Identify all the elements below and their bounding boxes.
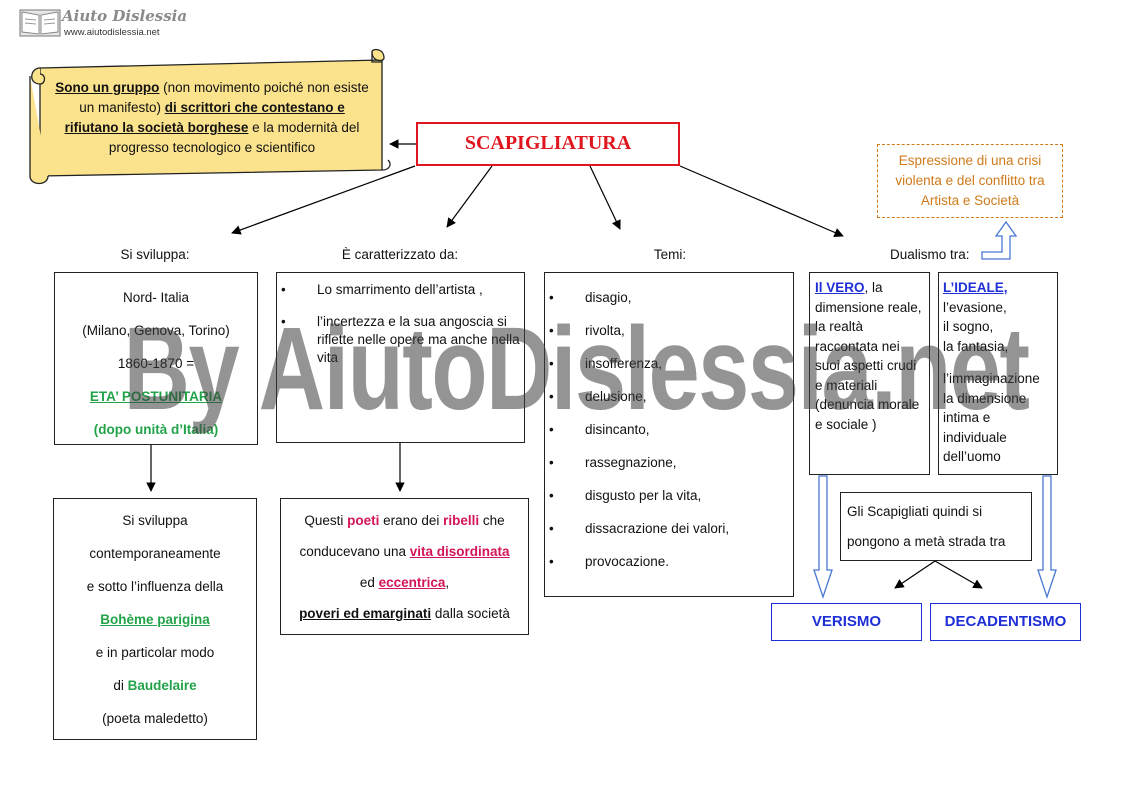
disorderly-life: vita disordinata: [409, 544, 510, 559]
list-item: disgusto per la vita,: [545, 479, 793, 512]
boheme-line-6: di: [113, 678, 128, 693]
boheme-box: Si sviluppa contemporaneamente e sotto l…: [53, 498, 257, 740]
boheme-line-1: Si sviluppa: [122, 513, 188, 528]
verismo-box: VERISMO: [771, 603, 922, 641]
crisis-note-text: Espressione di una crisi violenta e del …: [895, 153, 1045, 208]
scroll-text: Sono un gruppo (non movimento poiché non…: [52, 78, 372, 158]
scroll-text-modernity: e la modernità del progresso tecnologico…: [108, 120, 360, 155]
boheme-baudelaire: Baudelaire: [127, 678, 197, 693]
vero-text: , la dimensione reale, la realtà raccont…: [815, 280, 922, 432]
list-item: dissacrazione dei valori,: [545, 512, 793, 545]
hollow-arrow-ideale-to-decadentismo: [1037, 475, 1057, 600]
poets-word: poeti: [347, 513, 380, 528]
rebels-word: ribelli: [443, 513, 480, 528]
midway-line-2: pongono a metà strada tra: [847, 534, 1006, 549]
themes-box: disagio, rivolta, insofferenza, delusion…: [544, 272, 794, 597]
midway-box: Gli Scapigliati quindi si pongono a metà…: [840, 492, 1032, 561]
arrow-title-to-characterized: [446, 165, 493, 228]
scroll-banner: [29, 48, 391, 185]
verismo-label: VERISMO: [811, 613, 882, 630]
arrow-title-to-themes: [589, 165, 621, 230]
arrow-title-to-dualism: [679, 165, 844, 238]
eccentric-word: eccentrica: [378, 575, 446, 590]
arrow-title-to-develops: [231, 165, 416, 235]
label-develops: Si sviluppa:: [120, 247, 190, 262]
themes-list: disagio, rivolta, insofferenza, delusion…: [545, 281, 793, 578]
boheme-line-2: contemporaneamente: [89, 546, 221, 561]
vero-heading: Il VERO: [815, 280, 865, 295]
decadentismo-label: DECADENTISMO: [944, 613, 1067, 630]
boheme-line-5: e in particolar modo: [95, 645, 215, 660]
label-dualism: Dualismo tra:: [890, 247, 970, 262]
ideale-fantasy: la fantasia,: [943, 338, 1009, 354]
develops-years: 1860-1870 =: [117, 356, 195, 371]
title-box: SCAPIGLIATURA: [416, 122, 680, 166]
ideale-box: L’IDEALE, l’evasione, il sogno, la fanta…: [938, 272, 1058, 475]
list-item: l’incertezza e la sua angoscia si riflet…: [277, 313, 524, 367]
list-item: insofferenza,: [545, 347, 793, 380]
label-characterized: È caratterizzato da:: [341, 247, 459, 262]
logo-brand: Aiuto Dislessia: [62, 7, 188, 25]
list-item: rivolta,: [545, 314, 793, 347]
ideale-dream: il sogno,: [943, 319, 994, 334]
scroll-text-group: Sono un gruppo: [55, 80, 160, 95]
scroll-text-writers: di scrittori che contestano e rifiutano …: [64, 100, 345, 135]
develops-box: Nord- Italia (Milano, Genova, Torino) 18…: [54, 272, 258, 445]
develops-region: Nord- Italia: [122, 290, 190, 305]
book-icon: [19, 9, 61, 37]
ideale-imagination: l’immaginazione la dimensione intima e i…: [943, 371, 1040, 464]
ideale-evasion: l’evasione,: [943, 299, 1007, 315]
vero-box: Il VERO, la dimensione reale, la realtà …: [809, 272, 930, 475]
logo[interactable]: Aiuto Dislessia www.aiutodislessia.net: [18, 6, 188, 42]
label-themes: Temi:: [653, 247, 687, 262]
poets-box: Questi poeti erano dei ribelli che condu…: [280, 498, 529, 635]
scroll-text-no-manifesto: (non movimento poiché non esiste un mani…: [79, 80, 369, 115]
decadentismo-box: DECADENTISMO: [930, 603, 1081, 641]
develops-era-note: (dopo unità d’Italia: [93, 422, 214, 437]
develops-era: ETA’ POSTUNITARIA: [89, 389, 223, 404]
list-item: disincanto,: [545, 413, 793, 446]
develops-cities: (Milano, Genova, Torino): [82, 323, 230, 338]
boheme-parigina: Bohème parigina: [100, 612, 210, 627]
characterized-list: Lo smarrimento dell’artista , l’incertez…: [277, 281, 524, 367]
develops-era-note-close: ): [213, 422, 219, 437]
arrow-midway-to-decadentismo: [934, 560, 983, 589]
characterized-box: Lo smarrimento dell’artista , l’incertez…: [276, 272, 525, 443]
logo-url: www.aiutodislessia.net: [64, 27, 160, 38]
boheme-line-7: (poeta maledetto): [102, 711, 208, 726]
ideale-heading: L’IDEALE,: [943, 280, 1008, 295]
page-title: SCAPIGLIATURA: [464, 132, 632, 154]
arrow-midway-to-verismo: [894, 560, 936, 589]
hollow-arrow-vero-to-verismo: [813, 475, 833, 600]
list-item: provocazione.: [545, 545, 793, 578]
poor-marginalized: poveri ed emarginati: [299, 606, 432, 621]
list-item: disagio,: [545, 281, 793, 314]
midway-line-1: Gli Scapigliati quindi si: [847, 504, 983, 519]
list-item: delusione,: [545, 380, 793, 413]
boheme-line-3: e sotto l’influenza della: [86, 579, 224, 594]
crisis-note: Espressione di una crisi violenta e del …: [877, 144, 1063, 218]
list-item: Lo smarrimento dell’artista ,: [277, 281, 524, 299]
list-item: rassegnazione,: [545, 446, 793, 479]
hollow-arrow-dualism-to-note: [981, 220, 1018, 260]
